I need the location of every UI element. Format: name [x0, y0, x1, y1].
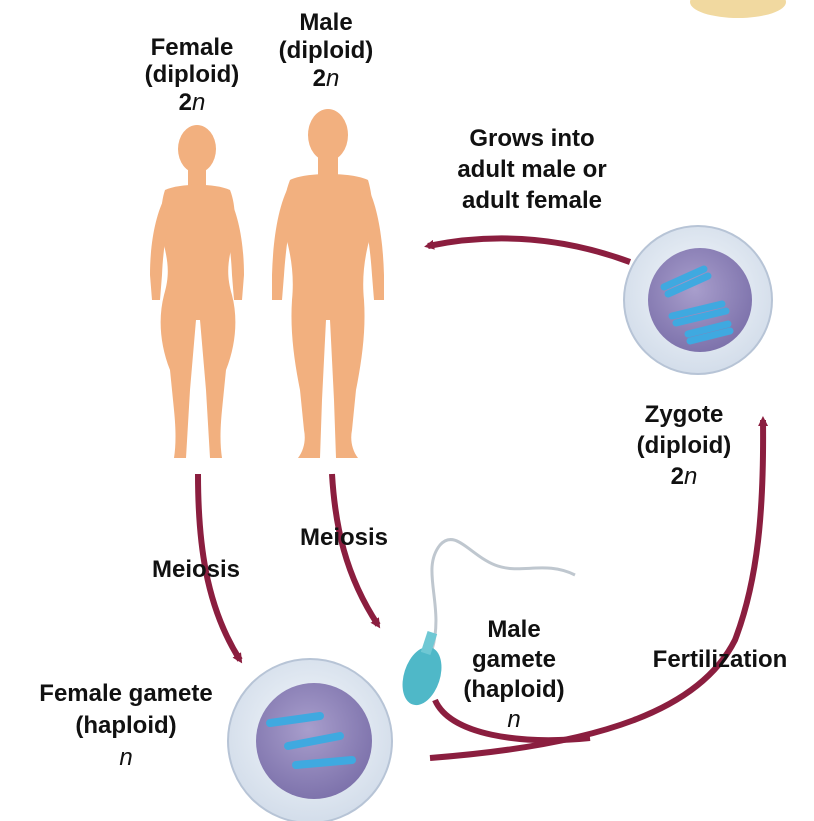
male-figure — [272, 109, 384, 458]
male-gamete-label-line3: (haploid) — [463, 676, 564, 703]
zygote-cell — [624, 226, 772, 374]
female-gamete-ploidy: n — [119, 744, 132, 771]
female-label-line2: (diploid) — [145, 61, 240, 88]
meiosis-right-label: Meiosis — [300, 524, 388, 551]
grows-label-line1: Grows into — [469, 125, 594, 152]
corner-decoration — [690, 0, 786, 18]
grows-arrow — [428, 238, 630, 262]
zygote-ploidy: 2n — [671, 463, 698, 490]
male-gamete-label-line1: Male — [487, 616, 540, 643]
female-ploidy: 2n — [179, 89, 206, 116]
zygote-label-line2: (diploid) — [637, 432, 732, 459]
male-gamete-label-line2: gamete — [472, 646, 556, 673]
female-gamete-cell — [228, 659, 392, 821]
female-gamete-label-line2: (haploid) — [75, 712, 176, 739]
male-label-line1: Male — [299, 9, 352, 36]
fertilization-label: Fertilization — [653, 646, 788, 673]
male-gamete-ploidy: n — [507, 706, 520, 733]
zygote-label-line1: Zygote — [645, 401, 724, 428]
meiosis-left-label: Meiosis — [152, 556, 240, 583]
grows-label-line2: adult male or — [457, 156, 606, 183]
male-ploidy: 2n — [313, 65, 340, 92]
grows-label-line3: adult female — [462, 187, 602, 214]
male-label-line2: (diploid) — [279, 37, 374, 64]
female-figure — [150, 125, 244, 458]
fertilization-arrow — [430, 420, 763, 758]
female-label-line1: Female — [151, 34, 234, 61]
female-gamete-label-line1: Female gamete — [39, 680, 212, 707]
